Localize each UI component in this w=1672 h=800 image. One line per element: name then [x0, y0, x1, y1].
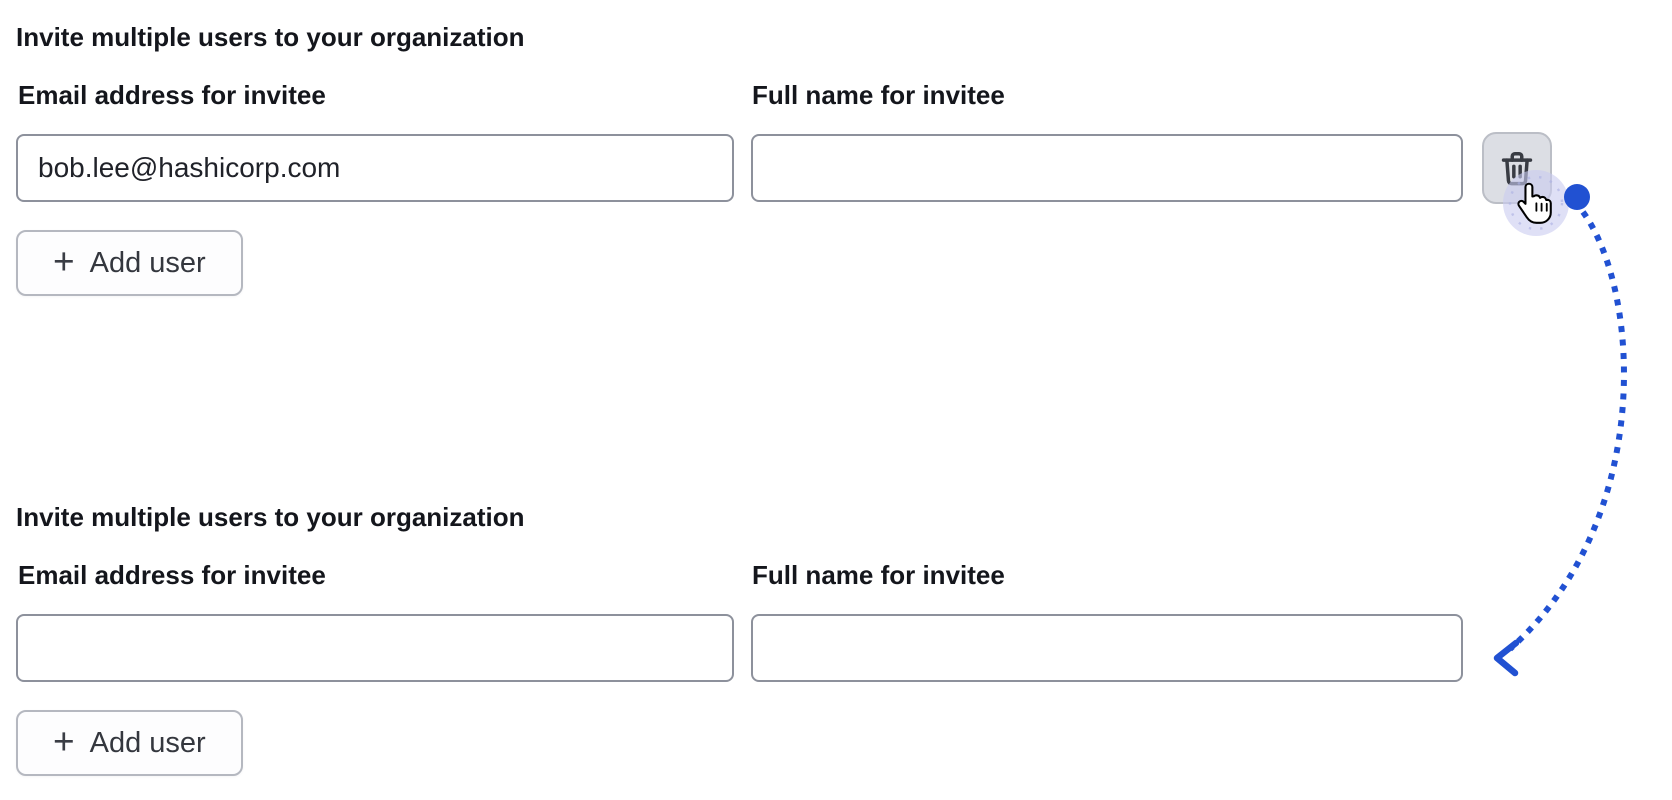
add-user-button[interactable]: + Add user [16, 710, 243, 776]
plus-icon: + [53, 240, 75, 282]
add-user-button[interactable]: + Add user [16, 230, 243, 296]
full-name-input[interactable] [751, 614, 1463, 682]
full-name-input[interactable] [751, 134, 1463, 202]
form-heading: Invite multiple users to your organizati… [16, 502, 525, 532]
plus-icon: + [53, 720, 75, 762]
trash-icon [1498, 149, 1536, 187]
full-name-label: Full name for invitee [752, 560, 1005, 590]
add-user-label: Add user [89, 246, 206, 279]
invite-form-after: Invite multiple users to your organizati… [16, 502, 1656, 782]
delete-user-button[interactable] [1482, 132, 1552, 204]
form-heading: Invite multiple users to your organizati… [16, 22, 525, 52]
email-label: Email address for invitee [18, 80, 326, 110]
invite-form-before: Invite multiple users to your organizati… [16, 22, 1656, 302]
add-user-label: Add user [89, 726, 206, 759]
email-label: Email address for invitee [18, 560, 326, 590]
email-input[interactable] [16, 134, 734, 202]
email-input[interactable] [16, 614, 734, 682]
full-name-label: Full name for invitee [752, 80, 1005, 110]
